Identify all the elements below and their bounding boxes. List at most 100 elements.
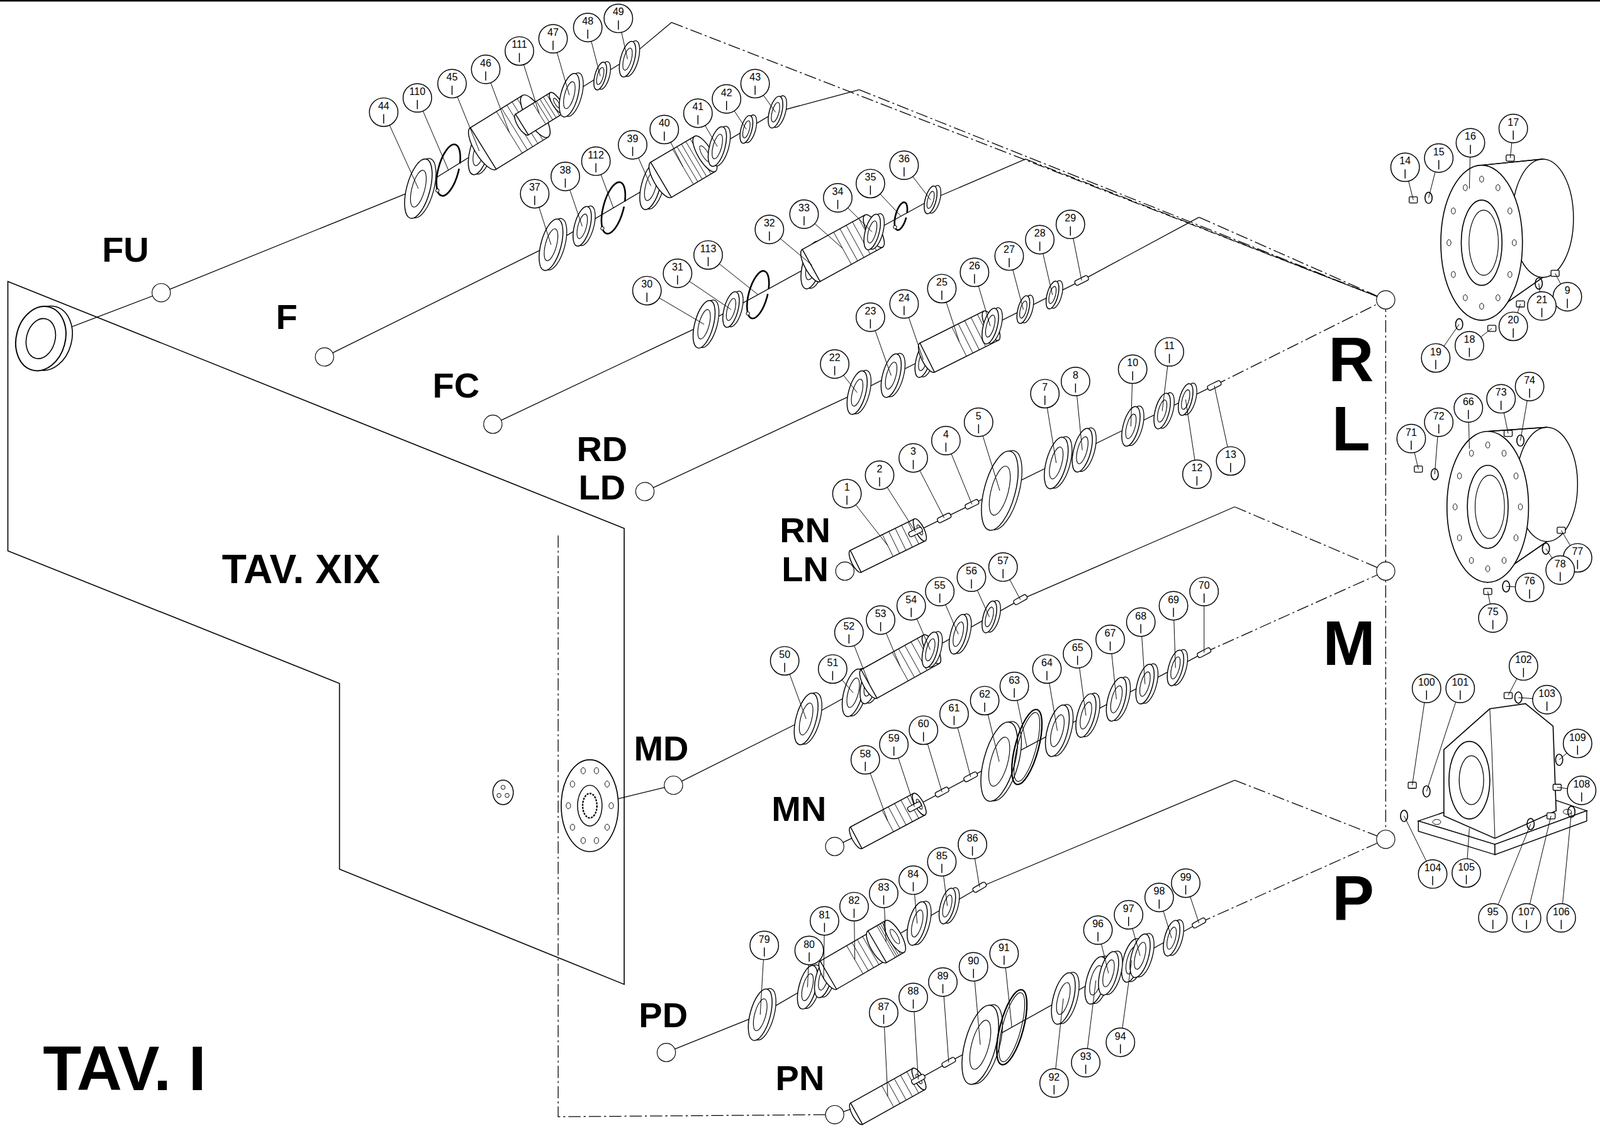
leader-line bbox=[1055, 998, 1064, 1069]
balloon-divider bbox=[534, 195, 535, 206]
callout-balloon bbox=[604, 3, 633, 33]
balloon-divider bbox=[1432, 876, 1433, 886]
callout-balloon bbox=[1455, 128, 1485, 157]
balloon-divider bbox=[941, 863, 942, 874]
callout-number: 108 bbox=[1572, 779, 1590, 790]
leader-line bbox=[789, 674, 806, 720]
ring-bore bbox=[561, 80, 578, 111]
axis-end-circle bbox=[656, 1043, 676, 1063]
ring-part bbox=[398, 154, 442, 223]
bolt-hole bbox=[1512, 239, 1517, 247]
callout-balloon bbox=[994, 241, 1024, 270]
ring-part bbox=[973, 446, 1029, 536]
assembly-letter: LN bbox=[781, 551, 829, 588]
assembly-letter: MN bbox=[771, 791, 827, 827]
ring-face bbox=[737, 114, 756, 145]
balloon-divider bbox=[1465, 875, 1467, 885]
leader-line bbox=[853, 921, 856, 961]
balloon-divider bbox=[834, 366, 835, 376]
balloon-divider bbox=[870, 318, 871, 329]
callout-number: 10 bbox=[1126, 358, 1139, 369]
callout-balloon bbox=[789, 200, 818, 229]
callout-balloon bbox=[1106, 1028, 1135, 1057]
leader-line bbox=[1426, 702, 1456, 792]
balloon-divider bbox=[878, 477, 880, 487]
bolt-hole bbox=[1496, 184, 1500, 191]
assembly-letter: P bbox=[1331, 866, 1375, 930]
spline-tooth bbox=[964, 320, 980, 350]
plug bbox=[1483, 588, 1492, 595]
callout-balloon bbox=[851, 745, 880, 774]
callout-number: 3 bbox=[910, 446, 917, 457]
ring-bore bbox=[1074, 435, 1091, 465]
callout-balloon bbox=[1040, 1068, 1069, 1098]
housing-bore-inner bbox=[1469, 210, 1499, 276]
leader-line bbox=[1480, 328, 1492, 338]
ring-face bbox=[555, 71, 584, 119]
callout-number: 92 bbox=[1048, 1072, 1060, 1083]
leader-line bbox=[814, 223, 843, 249]
callout-number: 25 bbox=[936, 277, 948, 288]
spline-tooth bbox=[958, 324, 973, 353]
ring-part bbox=[860, 210, 888, 253]
ring-face bbox=[591, 61, 610, 92]
leader-line bbox=[1162, 366, 1168, 412]
axis-end-circle bbox=[664, 776, 683, 795]
leader-line bbox=[914, 1011, 919, 1080]
balloon-divider bbox=[945, 442, 947, 453]
balloon-divider bbox=[848, 634, 850, 644]
callout-balloon bbox=[1486, 384, 1516, 413]
callout-number: 63 bbox=[1008, 675, 1020, 686]
callout-number: 43 bbox=[749, 72, 761, 83]
callout-balloon bbox=[1445, 674, 1475, 703]
callout-number: 22 bbox=[829, 352, 841, 364]
balloon-divider bbox=[383, 114, 384, 124]
callout-number: 4 bbox=[943, 429, 949, 440]
callout-balloon bbox=[964, 408, 993, 437]
housing-bore bbox=[1460, 200, 1502, 286]
callout-balloon bbox=[749, 931, 779, 960]
ring-part bbox=[877, 350, 910, 401]
bolt-hole bbox=[1457, 473, 1461, 480]
callout-balloon bbox=[1424, 144, 1453, 173]
callout-balloon bbox=[899, 443, 928, 472]
callout-balloon bbox=[1083, 916, 1112, 945]
top-border bbox=[0, 0, 1600, 2]
leader-line bbox=[870, 773, 888, 822]
o-ring bbox=[1516, 434, 1524, 447]
axis-end-circle bbox=[835, 561, 854, 581]
circlip-part bbox=[431, 142, 465, 199]
ring-bore bbox=[595, 66, 606, 86]
callout-number: 80 bbox=[803, 939, 815, 951]
callout-number: 95 bbox=[1487, 907, 1499, 918]
callout-balloon bbox=[1396, 424, 1426, 453]
callout-balloon bbox=[520, 179, 549, 208]
balloon-divider bbox=[1438, 424, 1439, 434]
leader-line bbox=[945, 604, 959, 635]
balloon-divider bbox=[697, 115, 699, 125]
axis-end-circle bbox=[315, 347, 334, 367]
ring-part bbox=[1163, 646, 1192, 689]
bolt-hole bbox=[566, 802, 571, 810]
ring-part bbox=[704, 123, 735, 170]
bolt-hole bbox=[1508, 271, 1512, 279]
leader-line bbox=[977, 590, 990, 617]
ring-part bbox=[1160, 917, 1188, 959]
ring-bore bbox=[909, 909, 926, 939]
callout-balloon bbox=[899, 865, 928, 895]
callout-number: 30 bbox=[641, 279, 653, 290]
bolt-hole bbox=[1513, 534, 1518, 542]
ring-part bbox=[1126, 930, 1159, 981]
callout-number: 38 bbox=[559, 165, 572, 176]
callout-balloon bbox=[1096, 625, 1125, 654]
balloon-divider bbox=[939, 593, 940, 604]
leader-line bbox=[943, 996, 949, 1063]
callout-balloon bbox=[925, 577, 954, 606]
ring-face bbox=[1132, 662, 1159, 706]
bolt-hole bbox=[1518, 503, 1522, 511]
spline-tooth bbox=[882, 534, 893, 557]
balloon-divider bbox=[1085, 1065, 1086, 1075]
bolt-hole bbox=[1447, 239, 1451, 247]
panel-outline bbox=[3, 277, 629, 989]
callout-number: 74 bbox=[1523, 375, 1536, 386]
